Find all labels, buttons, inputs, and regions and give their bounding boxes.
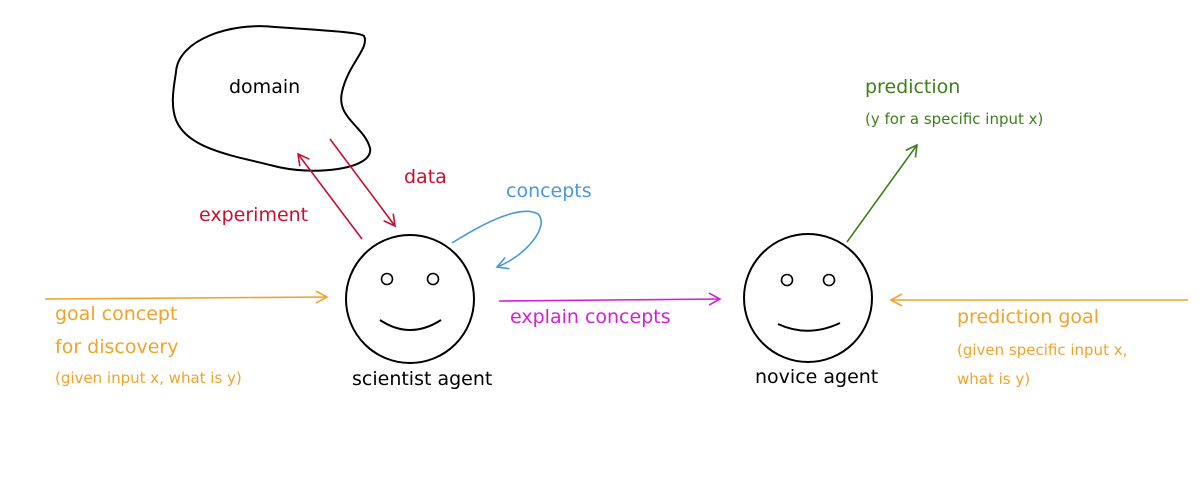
- prediction-label: prediction: [865, 76, 961, 98]
- experiment-label: experiment: [199, 204, 309, 226]
- for-discovery-label: for discovery: [55, 336, 179, 358]
- data-arrow: [329, 138, 396, 228]
- concepts-loop-arrow: [451, 210, 542, 270]
- concepts-label: concepts: [506, 180, 592, 202]
- experiment-arrow: [296, 152, 363, 240]
- explain-concepts-label: explain concepts: [510, 306, 671, 328]
- scientist-agent-label: scientist agent: [352, 368, 493, 390]
- goal-concept-label: goal concept: [55, 303, 178, 325]
- novice-agent-label: novice agent: [755, 366, 879, 388]
- right-input-note-2: what is y): [957, 370, 1031, 388]
- goal-input-arrow: [44, 290, 329, 304]
- prediction-sublabel: (y for a specific input x): [865, 110, 1044, 128]
- novice-agent-face: [743, 233, 873, 363]
- data-label: data: [404, 166, 447, 188]
- scientist-agent-face: [345, 234, 475, 364]
- domain-blob: [171, 25, 372, 172]
- left-input-note: (given input x, what is y): [55, 369, 242, 387]
- prediction-arrow: [846, 143, 918, 243]
- domain-label: domain: [229, 76, 301, 98]
- explain-concepts-arrow: [498, 292, 722, 306]
- right-input-note-1: (given specific input x,: [957, 341, 1128, 359]
- prediction-goal-label: prediction goal: [957, 306, 1099, 328]
